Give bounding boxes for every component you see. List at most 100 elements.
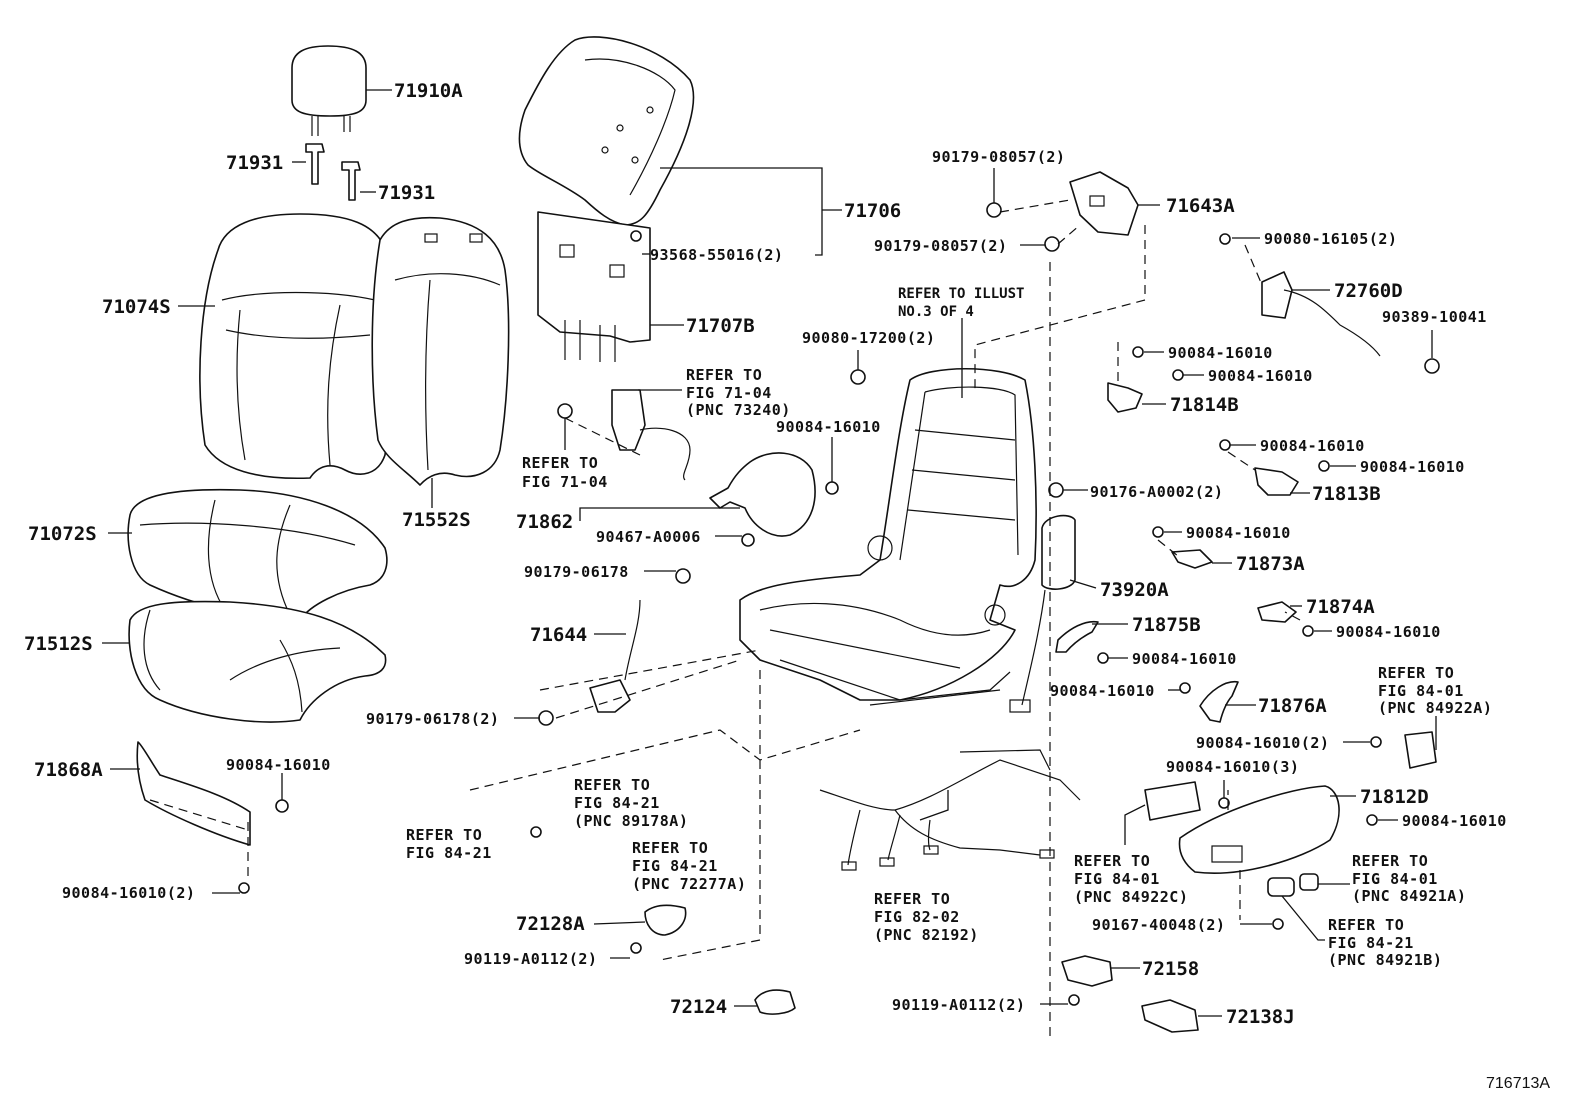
switch-84922A (1404, 731, 1437, 769)
bracket-71813B (1254, 467, 1299, 496)
leader-lines (102, 89, 1437, 1017)
label-72158: 72158 (1142, 958, 1199, 980)
ref2-line2: FIG 71-04 (522, 473, 608, 491)
seat-cushion-pad (128, 600, 387, 723)
label-71812D: 71812D (1360, 786, 1429, 808)
ref10-line1: REFER TO (1328, 916, 1404, 934)
label-90084-16010-g: 90084-16010 (1260, 437, 1365, 455)
label-90167-40048: 90167-40048(2) (1092, 916, 1225, 934)
ref5-line1: REFER TO (632, 839, 708, 857)
ref3-line3: (PNC 89178A) (574, 812, 688, 830)
ref6-line2: FIG 82-02 (874, 908, 960, 926)
label-71876A: 71876A (1258, 695, 1327, 717)
label-71707B: 71707B (686, 315, 755, 337)
cover-72158 (1061, 955, 1113, 987)
label-71873A: 71873A (1236, 553, 1305, 575)
wire-harness-71644 (589, 599, 641, 713)
knob-84921B (1267, 877, 1295, 897)
cover-71874A (1257, 601, 1297, 623)
label-90084-16010-j: 90084-16010 (1336, 623, 1441, 641)
label-90179-08057-a: 90179-08057(2) (932, 148, 1065, 166)
label-71910A: 71910A (394, 80, 463, 102)
label-90179-06178-2: 90179-06178(2) (366, 710, 499, 728)
seatback-pad (371, 216, 510, 486)
ref-illust-line2: NO.3 OF 4 (898, 304, 974, 320)
ref1-line2: FIG 71-04 (686, 384, 772, 402)
label-90084-16010-c: 90084-16010 (1132, 650, 1237, 668)
ref3-line2: FIG 84-21 (574, 794, 660, 812)
label-71868A: 71868A (34, 759, 103, 781)
label-71512S: 71512S (24, 633, 93, 655)
wire-harness-72760D (1261, 271, 1381, 357)
seat-side-cover (709, 452, 816, 537)
ref8-line3: (PNC 84922C) (1074, 888, 1188, 906)
cover-71876A (1199, 681, 1239, 723)
label-71643A: 71643A (1166, 195, 1235, 217)
ref7-line1: REFER TO (1378, 664, 1454, 682)
ref4-line2: FIG 84-21 (406, 844, 492, 862)
ref9-line3: (PNC 84921A) (1352, 887, 1466, 905)
ref7-line3: (PNC 84922A) (1378, 699, 1492, 717)
ref9-line2: FIG 84-01 (1352, 870, 1438, 888)
seat-cushion-cover (127, 488, 388, 621)
label-90084-16010-e: 90084-16010 (1168, 344, 1273, 362)
label-72128A: 72128A (516, 913, 585, 935)
label-90119-A0112-b: 90119-A0112(2) (892, 996, 1025, 1014)
label-71931-left: 71931 (226, 152, 283, 174)
label-90179-08057-b: 90179-08057(2) (874, 237, 1007, 255)
label-72124: 72124 (670, 996, 727, 1018)
cover-72138J (1141, 999, 1199, 1033)
ref2-line1: REFER TO (522, 454, 598, 472)
ref6-line1: REFER TO (874, 890, 950, 908)
label-90084-16010-2-b: 90084-16010(2) (1196, 734, 1329, 752)
seatback-cover (199, 213, 395, 480)
lumbar-support-panel (537, 211, 651, 362)
ref6-line3: (PNC 82192) (874, 926, 979, 944)
figure-id: 716713A (1486, 1075, 1550, 1092)
label-72760D: 72760D (1334, 280, 1403, 302)
ref5-line3: (PNC 72277A) (632, 875, 746, 893)
cover-71873A (1171, 549, 1213, 569)
label-90084-16010-3: 90084-16010(3) (1166, 758, 1299, 776)
ref8-line2: FIG 84-01 (1074, 870, 1160, 888)
label-90389-10041: 90389-10041 (1382, 308, 1487, 326)
cover-71875B (1055, 620, 1099, 653)
label-71644: 71644 (530, 624, 587, 646)
ref8-line1: REFER TO (1074, 852, 1150, 870)
seatback-board (518, 36, 695, 226)
label-71072S: 71072S (28, 523, 97, 545)
label-90084-16010-f: 90084-16010 (1208, 367, 1313, 385)
ref10-line3: (PNC 84921B) (1328, 951, 1442, 969)
ref4-line1: REFER TO (406, 826, 482, 844)
label-71814B: 71814B (1170, 394, 1239, 416)
ref-illust-line1: REFER TO ILLUST (898, 286, 1024, 302)
label-93568-55016: 93568-55016(2) (650, 246, 783, 264)
assembly-lines (149, 199, 1301, 1040)
bracket-71814B (1107, 382, 1143, 413)
ref5-line2: FIG 84-21 (632, 857, 718, 875)
headrest-guide-left (305, 143, 325, 185)
label-71931-right: 71931 (378, 182, 435, 204)
cover-72124 (754, 989, 796, 1015)
label-90084-16010-b: 90084-16010 (776, 418, 881, 436)
switch-84922C (1144, 781, 1201, 821)
seat-wire-harness (819, 749, 1081, 871)
label-71875B: 71875B (1132, 614, 1201, 636)
ref1-line3: (PNC 73240) (686, 401, 791, 419)
label-90080-17200: 90080-17200(2) (802, 329, 935, 347)
label-90467-A0006: 90467-A0006 (596, 528, 701, 546)
label-73920A: 73920A (1100, 579, 1169, 601)
label-90084-16010-a: 90084-16010 (226, 756, 331, 774)
ref10-line2: FIG 84-21 (1328, 934, 1414, 952)
ref1-line1: REFER TO (686, 366, 762, 384)
label-71552S: 71552S (402, 509, 471, 531)
side-cover-71812D (1178, 785, 1340, 874)
label-90084-16010-h: 90084-16010 (1360, 458, 1465, 476)
label-71813B: 71813B (1312, 483, 1381, 505)
label-90084-16010-i: 90084-16010 (1186, 524, 1291, 542)
reference-notes: REFER TO ILLUST NO.3 OF 4 REFER TO FIG 7… (406, 286, 1492, 969)
fasteners (238, 202, 1440, 1006)
cover-72128A (644, 904, 687, 936)
headrest (291, 45, 367, 136)
